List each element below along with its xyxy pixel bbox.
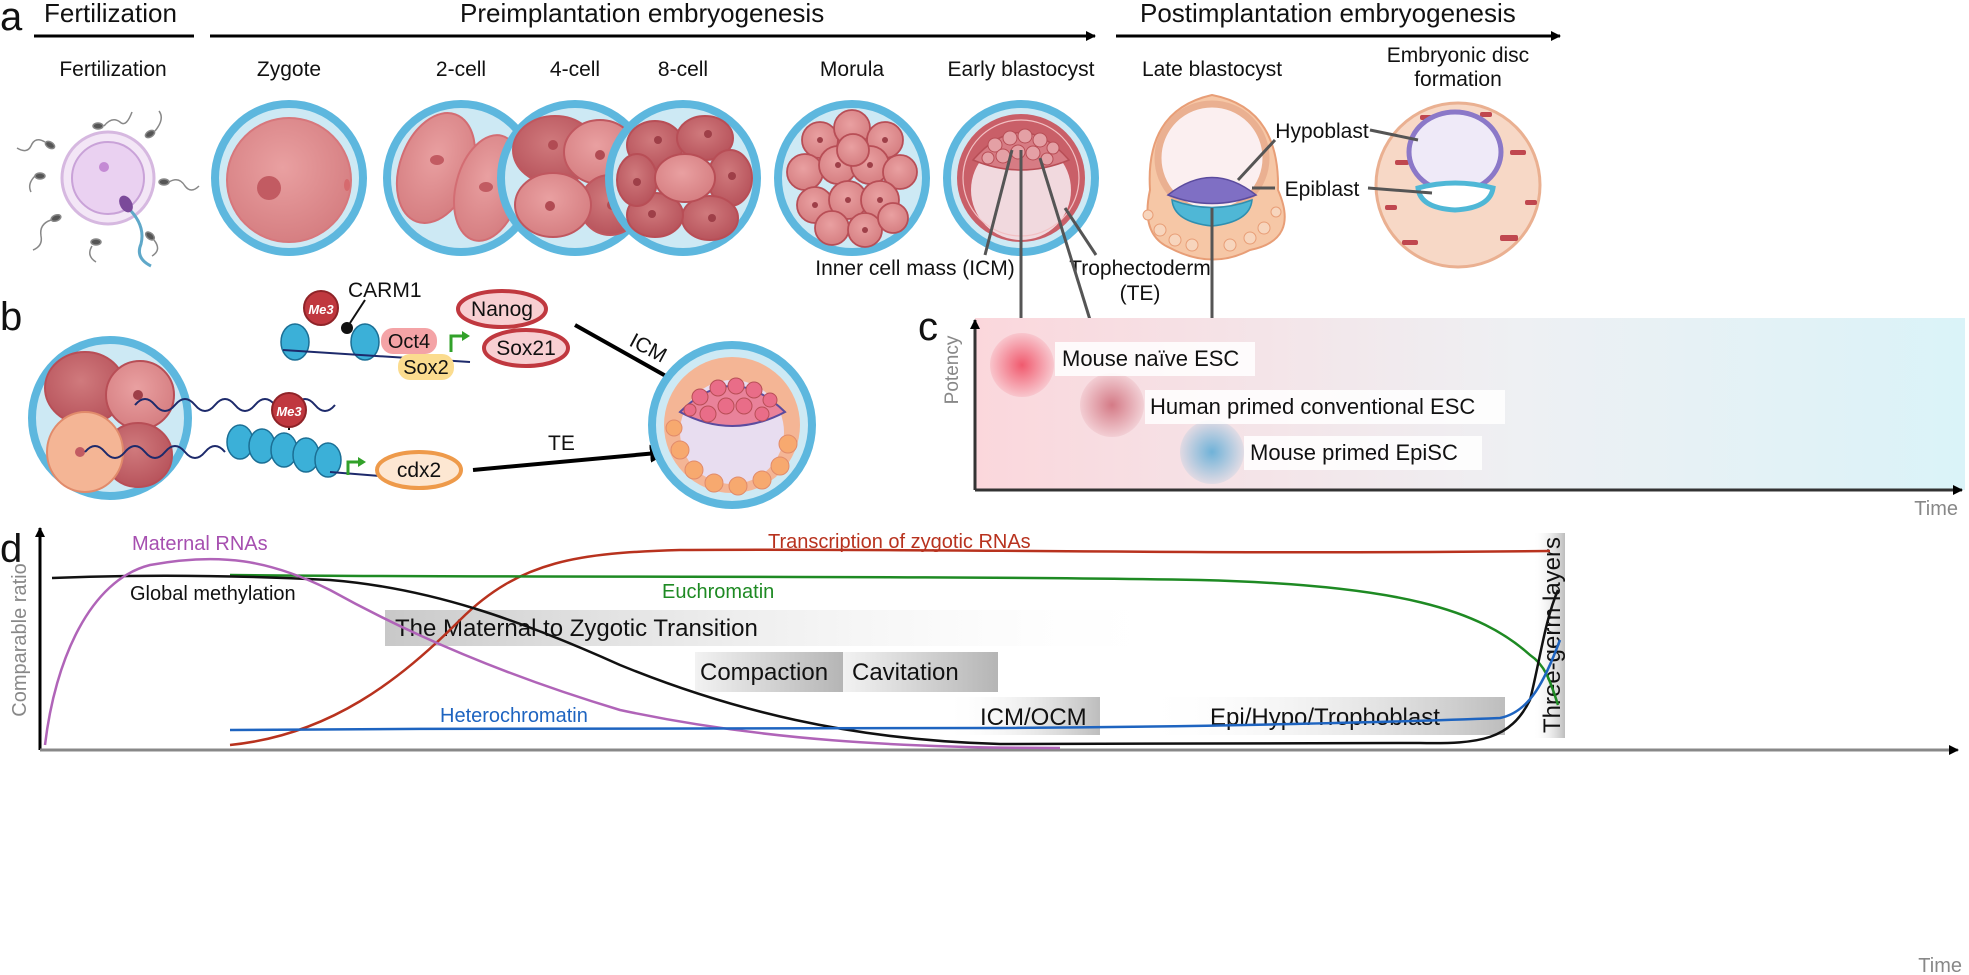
panel-c-ylabel: Potency	[942, 335, 963, 404]
nanog-label: Nanog	[471, 298, 533, 321]
label-bg-naive	[1055, 342, 1255, 376]
arrow-te	[472, 444, 670, 472]
population-human	[1080, 373, 1144, 437]
carm1-dot	[341, 322, 353, 334]
panel-c: c Potency Time Mouse naïve ESC Human pri…	[918, 305, 1965, 520]
hypoblast-label: Hypoblast	[1275, 120, 1369, 143]
b-embryo-illustration	[28, 336, 192, 500]
curve-methylation-label: Global methylation	[130, 583, 296, 605]
nucleosomes-bottom	[226, 424, 381, 478]
arrow-icm-label: ICM	[626, 329, 671, 367]
sox2-label: Sox2	[403, 357, 449, 379]
oct4-box	[381, 328, 437, 354]
stage-label-morula: Morula	[820, 58, 885, 81]
population-episc	[1180, 420, 1244, 484]
band-germ	[1533, 533, 1565, 738]
carm1-leader	[349, 299, 366, 324]
me3-badge-top	[303, 290, 339, 326]
stage-label-disc-2: formation	[1414, 68, 1502, 91]
panel-d: d Comparable ratio Time The Maternal to …	[0, 527, 1962, 975]
arrow-te-label: TE	[548, 432, 575, 455]
oct4-label: Oct4	[388, 331, 430, 353]
te-label-1: Trophectoderm	[1069, 257, 1211, 280]
panel-letter-c: c	[918, 305, 938, 349]
embryonic-disc-illustration	[1374, 101, 1542, 269]
dna-strand-bottom	[84, 445, 226, 459]
curve-zygotic-label: Transcription of zygotic RNAs	[768, 531, 1031, 553]
icm-pointer	[983, 149, 1014, 256]
band-compaction	[695, 652, 843, 692]
band-cavitation	[843, 652, 998, 692]
sox21-label: Sox21	[496, 337, 556, 360]
label-bg-episc	[1244, 436, 1482, 470]
stage-label-4-cell: 4-cell	[550, 58, 600, 81]
curve-euchromatin	[229, 573, 1560, 706]
population-naive-label: Mouse naïve ESC	[1062, 346, 1239, 371]
te-pointer	[1063, 207, 1098, 256]
epiblast-label: Epiblast	[1285, 178, 1360, 201]
curve-maternal-label: Maternal RNAs	[132, 533, 268, 555]
panel-b: b Me3 CARM1 Oct4 Sox2 Nanog	[0, 279, 816, 509]
stage-label-8-cell: 8-cell	[658, 58, 708, 81]
curve-methylation	[51, 574, 1560, 746]
band-cavitation-label: Cavitation	[852, 659, 959, 686]
eight-cell-illustration	[605, 100, 761, 256]
late-blastocyst-illustration	[1142, 93, 1286, 261]
panel-c-xlabel: Time	[1914, 498, 1958, 520]
population-human-label: Human primed conventional ESC	[1150, 394, 1475, 419]
hypoblast-pointer	[1236, 138, 1277, 182]
stage-label-late-blastocyst: Late blastocyst	[1142, 58, 1282, 81]
cdx2-label: cdx2	[397, 459, 441, 482]
curve-heterochromatin	[229, 639, 1562, 732]
panel-letter-d: d	[0, 527, 22, 571]
population-episc-label: Mouse primed EpiSC	[1250, 440, 1458, 465]
stage-label-disc-1: Embryonic disc	[1387, 44, 1529, 67]
curve-euchromatin-label: Euchromatin	[662, 581, 774, 603]
te-label-2: (TE)	[1120, 282, 1161, 305]
b-blastocyst-illustration	[648, 341, 816, 509]
panel-letter-a: a	[0, 0, 23, 39]
panel-letter-b: b	[0, 295, 22, 339]
me3-text-bottom: Me3	[276, 404, 302, 419]
stage-label-early-blastocyst: Early blastocyst	[947, 58, 1094, 81]
header-preimplantation: Preimplantation embryogenesis	[460, 0, 824, 28]
promoter-arrow-top	[449, 334, 464, 352]
header-fertilization: Fertilization	[44, 0, 177, 28]
epiblast-pointer-2	[1367, 186, 1433, 195]
me3-badge-bottom	[271, 392, 307, 428]
nucleosomes-top	[280, 323, 471, 363]
panel-d-ylabel: Comparable ratio	[9, 563, 31, 716]
band-mzt	[385, 610, 1185, 646]
icm-label: Inner cell mass (ICM)	[815, 257, 1015, 280]
stage-label-zygote: Zygote	[257, 58, 321, 81]
band-mzt-label: The Maternal to Zygotic Transition	[395, 615, 758, 642]
nanog-box	[456, 289, 548, 329]
band-epi	[1140, 697, 1505, 735]
fertilization-illustration	[16, 110, 200, 268]
me3-text-top: Me3	[308, 302, 334, 317]
panel-d-xlabel: Time	[1918, 955, 1962, 975]
cdx2-box	[375, 450, 463, 490]
sox21-box	[482, 328, 570, 368]
carm1-label: CARM1	[348, 279, 422, 302]
panel-a: a Fertilization Preimplantation embryoge…	[0, 0, 1561, 454]
band-epi-label: Epi/Hypo/Trophoblast	[1210, 704, 1440, 731]
hypoblast-pointer-2	[1369, 128, 1419, 142]
curve-maternal	[43, 557, 1061, 750]
curve-heterochromatin-label: Heterochromatin	[440, 705, 588, 727]
population-naive	[990, 333, 1054, 397]
stage-label-2-cell: 2-cell	[436, 58, 486, 81]
sox2-box	[398, 354, 454, 380]
zygote-illustration	[211, 100, 367, 256]
promoter-arrow-bottom	[346, 460, 360, 475]
band-compaction-label: Compaction	[700, 659, 828, 686]
stage-label-fertilization: Fertilization	[59, 58, 166, 81]
label-bg-human	[1145, 390, 1505, 424]
four-cell-illustration	[497, 100, 653, 256]
header-postimplantation: Postimplantation embryogenesis	[1140, 0, 1516, 28]
curve-zygotic	[229, 548, 1551, 747]
morula-illustration	[774, 100, 930, 256]
